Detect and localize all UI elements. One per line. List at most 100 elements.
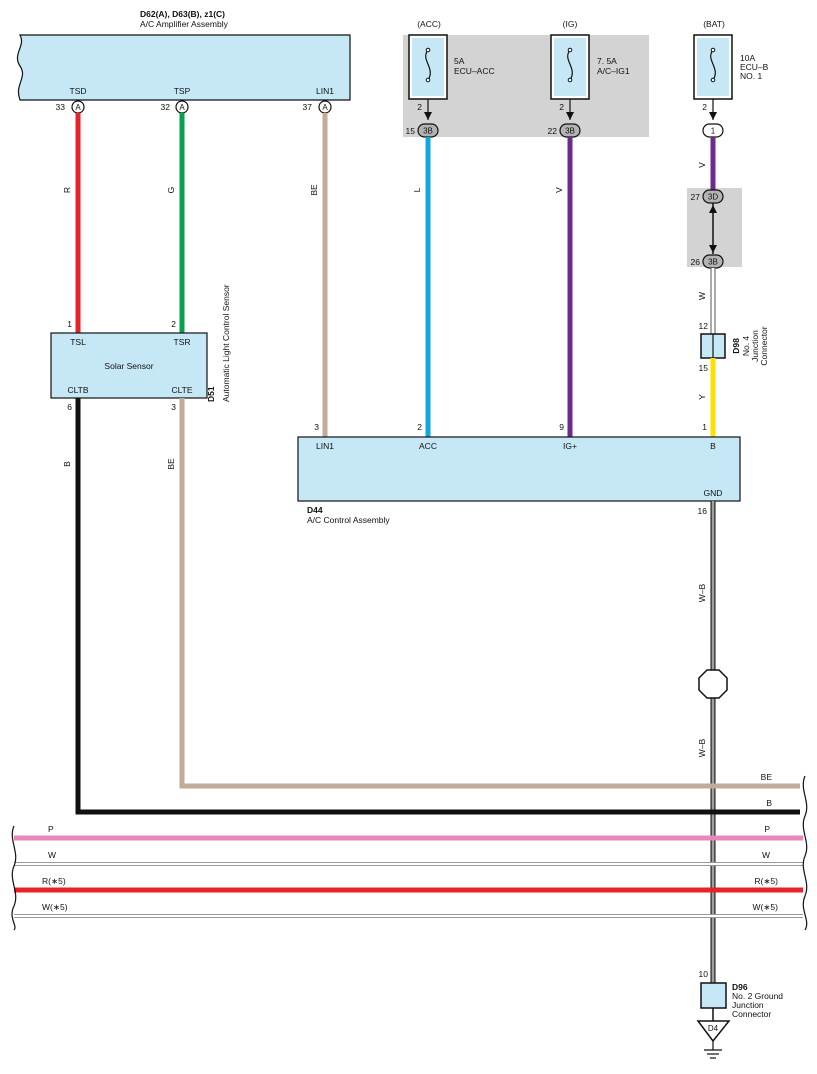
fuse-pin-ig: 2 [559, 102, 564, 112]
fuse-source-acc: (ACC) [417, 19, 441, 29]
d98-pin-top: 12 [699, 321, 709, 331]
d98-line1: No. 4 [741, 336, 751, 357]
break-mark-right [802, 775, 808, 931]
solar-pin-number-1: 1 [67, 319, 72, 329]
wire-black-cltb [75, 398, 800, 815]
control-pin-label-acc: ACC [419, 441, 437, 451]
fuse-symbol-bat [710, 49, 716, 81]
d98-line3: Connector [759, 326, 769, 365]
fuse-body-acc [412, 38, 444, 96]
jc-label-3b-bat: 3B [708, 258, 718, 267]
wire-label-b-right: B [766, 798, 772, 808]
fuse-name-acc: ECU–ACC [454, 66, 495, 76]
solar-pin-label-cltb: CLTB [67, 385, 88, 395]
fuse-terminal-bat-bottom [710, 77, 716, 83]
solar-pin-label-tsr: TSR [174, 337, 191, 347]
wire-label-w5-left: W(∗5) [42, 902, 68, 912]
wire-label-wb-2: W–B [697, 738, 707, 757]
wire-label-w-left: W [48, 850, 56, 860]
jc-label-bat: 1 [711, 127, 716, 136]
wire-label-w-right: W [762, 850, 770, 860]
solar-pin-number-2: 2 [171, 319, 176, 329]
d96-pin: 10 [699, 969, 709, 979]
fuse-body-ig [554, 38, 586, 96]
arrow-acc [424, 112, 432, 120]
splice-point [698, 669, 728, 699]
amp-connector-letter-33: A [75, 103, 81, 112]
control-pin-number-1: 1 [702, 422, 707, 432]
wire-label-be-right: BE [761, 772, 773, 782]
wire-label-b-cltb: B [62, 461, 72, 467]
wire-label-y: Y [697, 394, 707, 400]
amplifier-box [16, 34, 351, 101]
solar-sensor-box [50, 332, 208, 399]
amp-pin-label-tsd: TSD [70, 86, 87, 96]
control-pin-number-16: 16 [698, 506, 708, 516]
wire-label-be-clte: BE [166, 458, 176, 470]
wire-label-g: G [166, 187, 176, 194]
wire-label-be-lin1: BE [309, 184, 319, 196]
control-box [297, 436, 741, 502]
fuse-name2-bat: NO. 1 [740, 71, 762, 81]
jc-pin-acc: 15 [406, 126, 416, 136]
control-pin-number-9: 9 [559, 422, 564, 432]
amp-connector-letter-37: A [322, 103, 328, 112]
break-mark-left [11, 825, 17, 931]
control-pin-number-3: 3 [314, 422, 319, 432]
amp-pin-label-lin1: LIN1 [316, 86, 334, 96]
ground-point [696, 1020, 731, 1043]
amp-pin-number-32: 32 [161, 102, 171, 112]
solar-sensor-id: D51 [206, 386, 216, 402]
d98-id: D98 [731, 338, 741, 354]
arrow-bat [709, 112, 717, 120]
solar-sensor-title: Solar Sensor [104, 361, 153, 371]
solar-sensor-side-title: Automatic Light Control Sensor [221, 284, 231, 402]
wire-label-p-right: P [764, 824, 770, 834]
d96-line1: No. 2 Ground [732, 991, 783, 1001]
control-pin-label-lin1: LIN1 [316, 441, 334, 451]
fuse-symbol-ig [567, 49, 573, 81]
control-title: A/C Control Assembly [307, 515, 390, 525]
jc-label-3d: 3D [708, 193, 718, 202]
fuse-rating-acc: 5A [454, 56, 465, 66]
amp-connector-letter-32: A [179, 103, 185, 112]
arrow-jb-down [709, 245, 717, 253]
fuse-symbol-acc [425, 49, 431, 81]
fuse-pin-bat: 2 [702, 102, 707, 112]
jc-pin-27: 27 [691, 192, 701, 202]
amp-pin-number-33: 33 [56, 102, 66, 112]
amplifier-id: D62(A), D63(B), z1(C) [140, 9, 225, 19]
wire-label-r: R [62, 187, 72, 193]
solar-pin-label-tsl: TSL [70, 337, 86, 347]
wire-label-w5-right: W(∗5) [752, 902, 778, 912]
fuse-source-bat: (BAT) [703, 19, 725, 29]
fuse-terminal-ig-bottom [567, 77, 573, 83]
solar-pin-number-3: 3 [171, 402, 176, 412]
control-pin-label-gnd: GND [704, 488, 723, 498]
wire-label-r5-left: R(∗5) [42, 876, 66, 886]
fuse-name-bat: ECU–B [740, 62, 769, 72]
control-id: D44 [307, 505, 323, 515]
d96-id: D96 [732, 982, 748, 992]
ground-id: D4 [708, 1024, 719, 1033]
wire-label-v-bat: V [697, 162, 707, 168]
control-pin-label-ig: IG+ [563, 441, 577, 451]
d98-line2: Junction [750, 330, 760, 362]
arrow-ig [566, 112, 574, 120]
fuse-pin-acc: 2 [417, 102, 422, 112]
wire-tan-clte [179, 398, 800, 789]
amp-pin-label-tsp: TSP [174, 86, 191, 96]
amp-pin-number-37: 37 [303, 102, 313, 112]
d98-pin-bottom: 15 [699, 363, 709, 373]
jc-label-acc: 3B [423, 127, 433, 136]
control-pin-label-b: B [710, 441, 716, 451]
fuse-rating-bat: 10A [740, 53, 755, 63]
jc-label-ig: 3B [565, 127, 575, 136]
fuse-rating-ig: 7. 5A [597, 56, 617, 66]
fuse-terminal-bat-top [710, 47, 716, 53]
wire-label-r5-right: R(∗5) [754, 876, 778, 886]
amplifier-title: A/C Amplifier Assembly [140, 19, 229, 29]
control-pin-number-2: 2 [417, 422, 422, 432]
jc-pin-ig: 22 [548, 126, 558, 136]
